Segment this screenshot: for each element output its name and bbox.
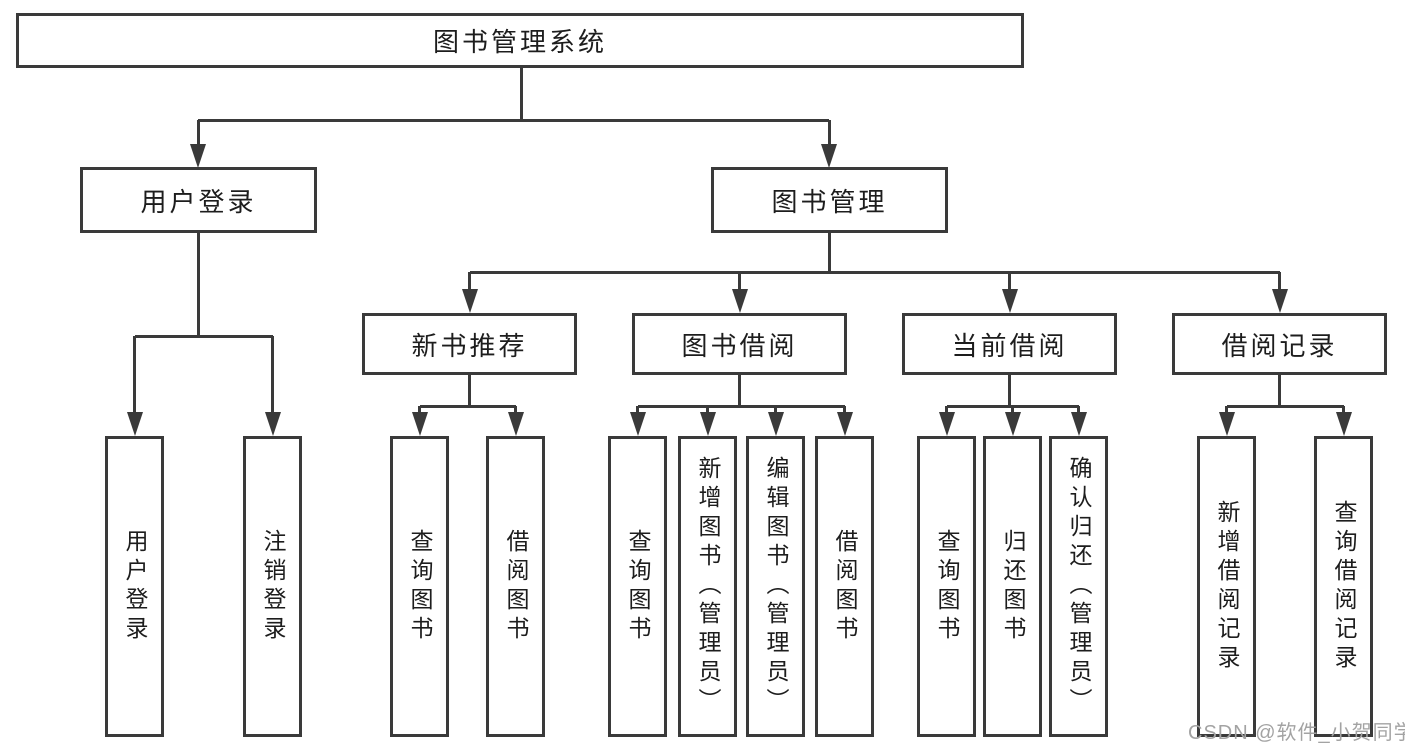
arrowhead-down-icon [1004,412,1021,436]
arrowhead-down-icon [264,412,281,436]
leaf-logout: 注销登录 [243,436,302,737]
arrowhead-down-icon [1070,412,1087,436]
leaf-current-confirm-return-admin: 确认归还（管理员） [1049,436,1108,737]
arrowhead-down-icon [1218,412,1235,436]
leaf-borrowing-query-books: 查询图书 [608,436,667,737]
connector-vline [774,406,777,414]
connector-vline [1278,272,1281,290]
connector-vline [945,406,948,414]
node-new-book-recommend: 新书推荐 [362,313,577,375]
arrowhead-down-icon [507,412,524,436]
arrowhead-down-icon [411,412,428,436]
arrowhead-down-icon [629,412,646,436]
connector-vline [196,233,200,336]
arrowhead-down-icon [1335,412,1352,436]
connector-vline [468,375,471,406]
leaf-current-return-books: 归还图书 [983,436,1042,737]
connector-vline [1008,375,1011,406]
connector-vline [827,233,831,272]
arrowhead-down-icon [1001,289,1018,313]
node-root: 图书管理系统 [16,13,1024,68]
connector-vline [706,406,709,414]
connector-vline [468,272,471,290]
connector-vline [418,406,421,414]
arrowhead-down-icon [126,412,143,436]
arrowhead-down-icon [699,412,716,436]
connector-vline [133,336,136,413]
connector-vline [738,375,741,406]
connector-vline [827,120,831,146]
watermark: CSDN @软件_小贺同学 [1188,722,1405,744]
node-book-borrowing: 图书借阅 [632,313,847,375]
leaf-borrowing-borrow-books: 借阅图书 [815,436,874,737]
node-current-borrowing: 当前借阅 [902,313,1117,375]
arrowhead-down-icon [731,289,748,313]
connector-vline [514,406,517,414]
connector-vline [519,68,523,120]
arrowhead-down-icon [938,412,955,436]
node-book-management: 图书管理 [711,167,948,233]
arrowhead-down-icon [767,412,784,436]
connector-hline [419,404,516,408]
connector-hline [469,270,1280,274]
connector-vline [1008,272,1011,290]
arrowhead-down-icon [1271,289,1288,313]
connector-vline [1225,406,1228,414]
connector-hline [134,334,273,338]
connector-hline [1226,404,1344,408]
leaf-recommend-borrow-books: 借阅图书 [486,436,545,737]
connector-vline [636,406,639,414]
arrowhead-down-icon [821,144,837,168]
connector-vline [271,336,274,413]
arrowhead-down-icon [836,412,853,436]
connector-vline [738,272,741,290]
arrowhead-down-icon [190,144,206,168]
connector-hline [637,404,845,408]
connector-vline [196,120,200,146]
leaf-recommend-query-books: 查询图书 [390,436,449,737]
leaf-current-query-books: 查询图书 [917,436,976,737]
connector-hline [198,118,829,122]
connector-vline [1278,375,1281,406]
node-user-login: 用户登录 [80,167,317,233]
connector-vline [1342,406,1345,414]
connector-vline [1011,406,1014,414]
connector-vline [1077,406,1080,414]
leaf-user-login: 用户登录 [105,436,164,737]
arrowhead-down-icon [461,289,478,313]
node-borrowing-records: 借阅记录 [1172,313,1387,375]
leaf-records-add-record: 新增借阅记录 [1197,436,1256,737]
leaf-borrowing-edit-books-admin: 编辑图书（管理员） [746,436,805,737]
leaf-borrowing-add-books-admin: 新增图书（管理员） [678,436,737,737]
connector-vline [843,406,846,414]
leaf-records-query-record: 查询借阅记录 [1314,436,1373,737]
